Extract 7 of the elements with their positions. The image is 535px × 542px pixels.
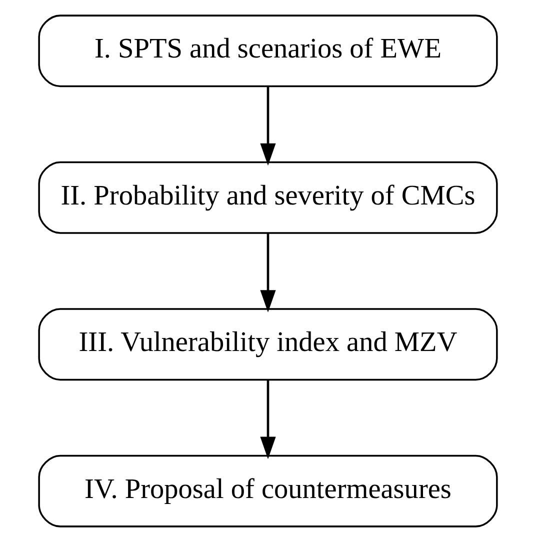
arrow — [260, 233, 276, 312]
node-box: II. Probability and severity of CMCs — [38, 161, 498, 234]
arrow — [260, 380, 276, 460]
node-box: III. Vulnerability index and MZV — [38, 308, 498, 381]
node-box: IV. Proposal of countermeasures — [38, 454, 498, 528]
arrow — [260, 86, 276, 166]
node-box: I. SPTS and scenarios of EWE — [38, 14, 498, 88]
